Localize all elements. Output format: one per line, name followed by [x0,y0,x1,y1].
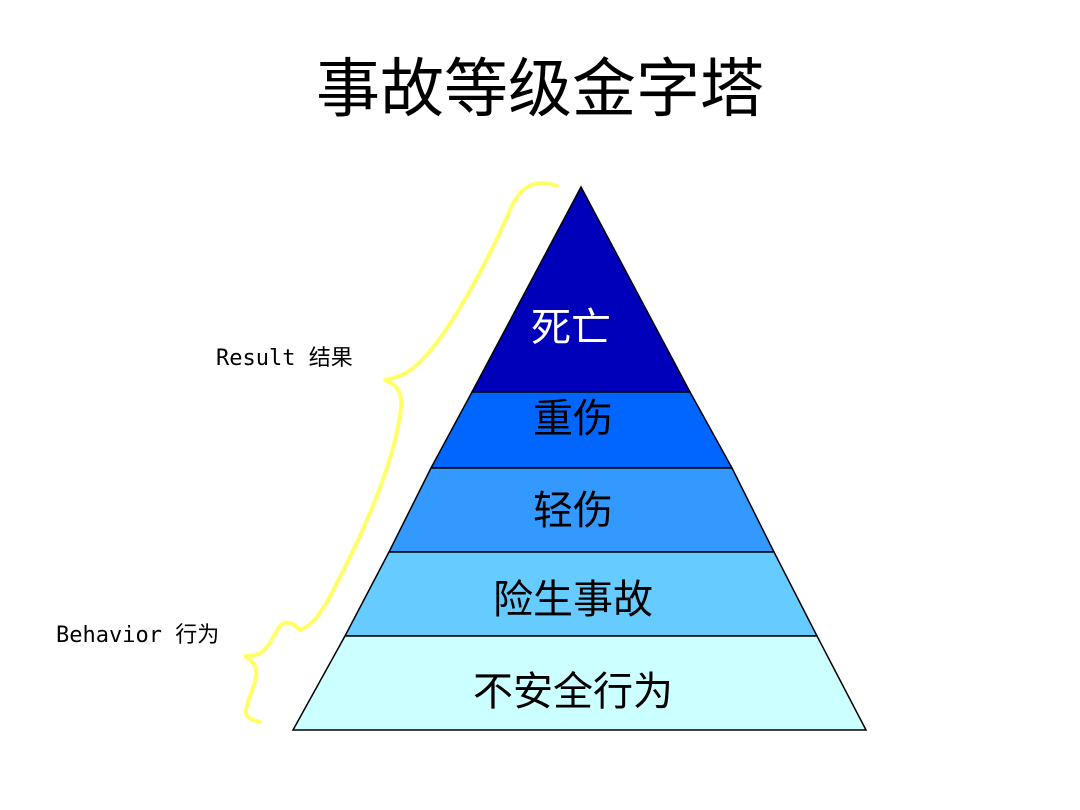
tier-label-unsafe-behavior: 不安全行为 [473,669,673,715]
page-title: 事故等级金字塔 [316,53,764,127]
tier-label-fatality: 死亡 [531,305,611,351]
tier-unsafe-behavior [291,635,868,731]
result-brace [298,181,559,632]
tier-label-minor-injury: 轻伤 [533,488,613,534]
behavior-label: Behavior 行为 [56,623,220,648]
result-label: Result 结果 [216,346,353,371]
tier-label-near-miss: 险生事故 [493,577,653,623]
tier-label-serious-injury: 重伤 [533,396,613,442]
behavior-brace [243,620,302,724]
